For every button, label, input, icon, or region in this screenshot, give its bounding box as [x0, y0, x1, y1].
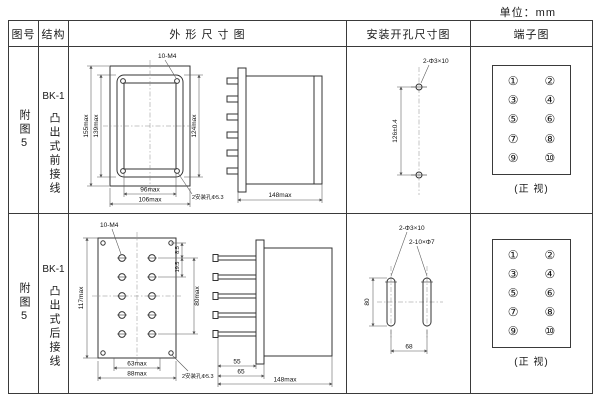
fig-number-row1: 附图5 — [18, 108, 30, 152]
dim-slot-label: 2-10×Φ7 — [409, 239, 435, 246]
header-terminal: 端子图 — [470, 20, 593, 47]
terminal-9: ⑨ — [507, 324, 519, 339]
outline-drawing-rear-wiring: 10-M4 117max 8.5 19.5 80max 63max 88max … — [78, 222, 333, 387]
terminal-1: ① — [507, 74, 519, 89]
dim-screw-label: 10-M4 — [158, 53, 177, 60]
model-label-row2: BK-1 — [42, 264, 65, 275]
terminal-9: ⑨ — [507, 150, 519, 165]
terminal-5: ⑤ — [507, 112, 519, 127]
dim-stud-length: 55 — [233, 358, 241, 365]
dim-height-side: 124max — [191, 114, 198, 138]
terminal-1: ① — [507, 247, 519, 262]
dim-hole-label: 2-Φ3×10 — [423, 58, 449, 65]
terminal-6: ⑥ — [544, 112, 556, 127]
structure-label-row2: 凸出式后接线 — [48, 285, 60, 369]
header-fig-no: 图号 — [8, 20, 39, 47]
terminal-8: ⑧ — [544, 305, 556, 320]
dim-hole-spacing: 126±0.4 — [392, 119, 399, 143]
dim-depth: 148max — [268, 192, 292, 199]
terminal-6: ⑥ — [544, 285, 556, 300]
dim-screw-label: 10-M4 — [100, 222, 119, 229]
terminal-10: ⑩ — [544, 324, 556, 339]
terminal-10: ⑩ — [544, 150, 556, 165]
terminal-8: ⑧ — [544, 131, 556, 146]
terminal-cell-row2: ① ② ③ ④ ⑤ ⑥ ⑦ ⑧ ⑨ ⑩ (正 视) — [471, 238, 592, 369]
dim-width-outer: 106max — [138, 197, 162, 204]
mounting-drawing-front-wiring: 126±0.4 2-Φ3×10 — [392, 58, 449, 195]
dim-hole-label: 2-Φ3×10 — [399, 225, 425, 232]
terminal-3: ③ — [507, 266, 519, 281]
dim-depth: 148max — [273, 376, 297, 383]
terminal-5: ⑤ — [507, 285, 519, 300]
outline-drawing-front-wiring: 10-M4 139max 155max 124max 96max 106max … — [83, 53, 323, 207]
terminal-caption: (正 视) — [514, 357, 549, 369]
dim-height-outer: 155max — [83, 114, 90, 138]
terminal-2: ② — [544, 247, 556, 262]
unit-label: 单位：mm — [499, 7, 556, 19]
header-mounting: 安装开孔尺寸图 — [346, 20, 471, 47]
dim-width-inner: 96max — [140, 187, 160, 194]
spec-table: 图号 结构 外 形 尺 寸 图 安装开孔尺寸图 端子图 附图5 BK-1 凸出式… — [8, 20, 593, 394]
terminal-4: ④ — [544, 93, 556, 108]
dim-column-height: 80max — [194, 285, 201, 305]
fig-number-row2: 附图5 — [18, 282, 30, 325]
structure-cell-row1: BK-1 凸出式前接线 — [39, 65, 68, 196]
dim-hole-note: 2安装孔Φ5.3 — [182, 372, 214, 380]
dim-slot-height: 80 — [364, 298, 371, 306]
dim-pitch: 19.5 — [175, 261, 181, 272]
terminal-diagram: ① ② ③ ④ ⑤ ⑥ ⑦ ⑧ ⑨ ⑩ — [491, 65, 572, 175]
dim-height-inner: 139max — [93, 114, 100, 138]
mounting-drawing-rear-wiring: 2-Φ3×10 2-10×Φ7 80 68 — [364, 225, 443, 354]
dim-slot-spacing: 68 — [405, 343, 413, 350]
structure-label-row1: 凸出式前接线 — [48, 111, 60, 196]
terminal-caption: (正 视) — [514, 183, 549, 195]
dim-offset-top: 8.5 — [175, 246, 181, 254]
dim-width-outer: 88max — [127, 370, 147, 377]
terminal-4: ④ — [544, 266, 556, 281]
terminal-diagram: ① ② ③ ④ ⑤ ⑥ ⑦ ⑧ ⑨ ⑩ — [491, 238, 572, 349]
model-label-row1: BK-1 — [42, 90, 65, 102]
terminal-3: ③ — [507, 93, 519, 108]
structure-cell-row2: BK-1 凸出式后接线 — [39, 238, 68, 369]
header-outline: 外 形 尺 寸 图 — [68, 20, 347, 47]
terminal-2: ② — [544, 74, 556, 89]
dim-hole-note: 2安装孔Φ5.3 — [192, 193, 224, 201]
terminal-cell-row1: ① ② ③ ④ ⑤ ⑥ ⑦ ⑧ ⑨ ⑩ (正 视) — [471, 65, 592, 195]
dim-width-inner: 63max — [127, 360, 147, 367]
dim-stud-total: 65 — [237, 368, 245, 375]
header-structure: 结构 — [38, 20, 69, 47]
terminal-7: ⑦ — [507, 305, 519, 320]
dim-height-outer: 117max — [78, 285, 85, 308]
terminal-7: ⑦ — [507, 131, 519, 146]
